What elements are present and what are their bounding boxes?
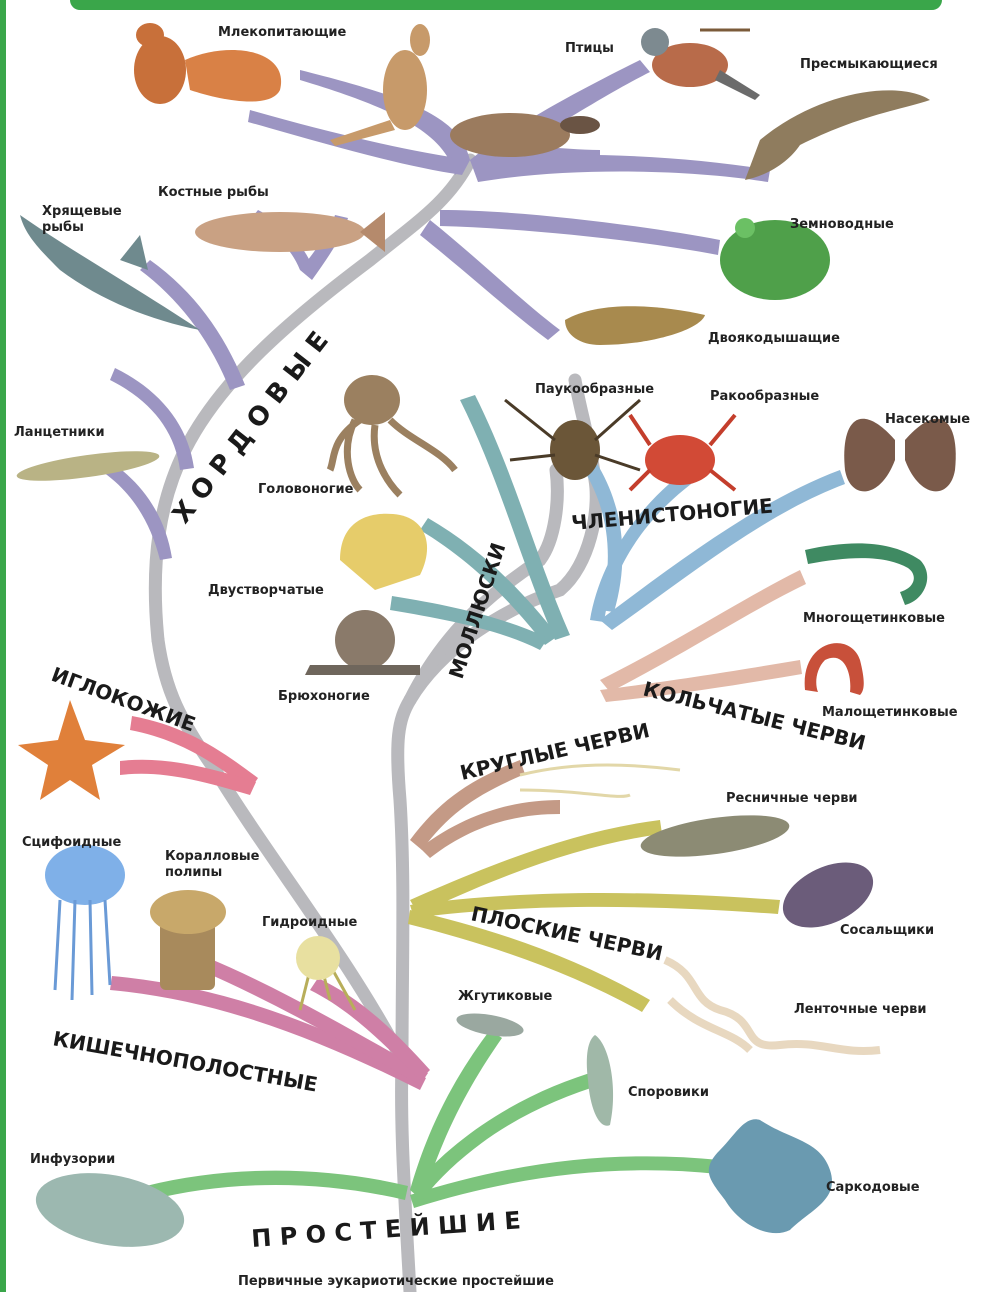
- label-gastropods: Брюхоногие: [278, 689, 370, 704]
- bird-icon: [641, 28, 760, 100]
- earthworm-icon: [805, 643, 864, 695]
- bony-fish-icon: [195, 212, 385, 252]
- crab-icon: [630, 415, 735, 490]
- label-cartilaginous-fish-2: рыбы: [42, 220, 84, 235]
- paramecium-icon: [30, 1163, 190, 1258]
- label-turbellarians: Ресничные черви: [726, 791, 858, 806]
- label-ciliates: Инфузории: [30, 1152, 115, 1167]
- label-root: Первичные эукариотические простейшие: [238, 1274, 554, 1289]
- sporozoan-icon: [587, 1035, 613, 1126]
- label-flagellates: Жгутиковые: [458, 989, 553, 1004]
- label-hydrozoa: Гидроидные: [262, 915, 357, 930]
- label-tapeworms: Ленточные черви: [794, 1002, 926, 1017]
- starfish-icon: [18, 700, 125, 800]
- phylum-protozoa: П Р О С Т Е Й Ш И Е: [250, 1205, 521, 1253]
- label-bivalves: Двустворчатые: [208, 583, 324, 598]
- octopus-icon: [330, 375, 455, 495]
- lancelet-icon: [15, 445, 161, 487]
- butterfly-icon: [844, 419, 956, 492]
- phylum-roundworms: КРУГЛЫЕ ЧЕРВИ: [458, 718, 652, 785]
- amoeba-icon: [709, 1119, 832, 1233]
- polychaete-icon: [805, 543, 927, 605]
- label-bony-fish: Костные рыбы: [158, 185, 269, 200]
- label-corals-1: Коралловые: [165, 849, 260, 864]
- snail-icon: [305, 610, 420, 675]
- label-crustaceans: Ракообразные: [710, 389, 819, 404]
- label-corals-2: полипы: [165, 865, 222, 880]
- trunk-lines: [155, 160, 596, 1292]
- phylum-cnidarians: КИШЕЧНОПОЛОСТНЫЕ: [51, 1026, 319, 1096]
- lungfish-icon: [565, 306, 705, 345]
- annelids-branches: [600, 570, 806, 702]
- label-sarcodina: Саркодовые: [826, 1180, 920, 1195]
- roundworm-icon: [520, 765, 680, 796]
- label-polychaetes: Многощетинковые: [803, 611, 945, 626]
- scallop-icon: [340, 514, 427, 590]
- planarian-icon: [638, 808, 792, 865]
- label-scyphozoa: Сцифоидные: [22, 835, 121, 850]
- label-insects: Насекомые: [885, 412, 970, 427]
- label-birds: Птицы: [565, 41, 614, 56]
- label-sporozoa: Споровики: [628, 1085, 709, 1100]
- label-cartilaginous-fish-1: Хрящевые: [42, 204, 122, 219]
- label-mammals: Млекопитающие: [218, 25, 347, 40]
- coral-polyp-icon: [150, 890, 226, 990]
- label-reptiles: Пресмыкающиеся: [800, 57, 938, 72]
- lizard-icon: [745, 90, 930, 180]
- spider-icon: [505, 400, 640, 480]
- label-lancelets: Ланцетники: [14, 425, 105, 440]
- label-lungfish: Двоякодышащие: [708, 331, 840, 346]
- label-amphibians: Земноводные: [790, 217, 894, 232]
- label-oligochaetes: Малощетинковые: [822, 705, 958, 720]
- label-flukes: Сосальщики: [840, 923, 934, 938]
- phylum-flatworms: ПЛОСКИЕ ЧЕРВИ: [469, 901, 665, 965]
- label-cephalopods: Головоногие: [258, 482, 354, 497]
- label-arachnids: Паукообразные: [535, 382, 654, 397]
